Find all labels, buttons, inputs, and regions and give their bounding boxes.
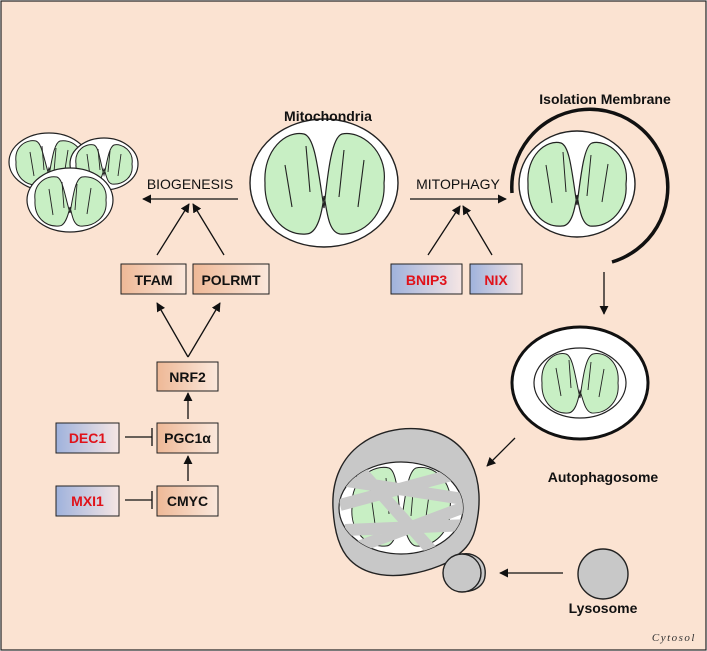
gene-box-cmyc: CMYC xyxy=(156,485,219,517)
gene-label-tfam: TFAM xyxy=(134,272,172,288)
pathway-arrows xyxy=(125,194,609,578)
gene-label-polrmt: POLRMT xyxy=(201,272,261,288)
gene-box-nix: NIX xyxy=(469,263,523,295)
mitochondrion-center xyxy=(249,118,399,248)
gene-label-pgc1a: PGC1α xyxy=(164,430,211,446)
label-lysosome: Lysosome xyxy=(569,600,638,616)
label-cytosol: Cytosol xyxy=(652,632,696,644)
label-mitophagy: MITOPHAGY xyxy=(416,176,500,192)
gene-box-dec1: DEC1 xyxy=(55,422,120,454)
gene-box-polrmt: POLRMT xyxy=(192,263,270,295)
gene-label-mxi1: MXI1 xyxy=(71,493,104,509)
autophagosome-group xyxy=(510,325,650,441)
label-mitochondria: Mitochondria xyxy=(284,108,372,124)
gene-label-nix: NIX xyxy=(484,272,508,288)
lysosome-vesicle xyxy=(577,548,629,600)
gene-box-nrf2: NRF2 xyxy=(156,361,219,392)
gene-box-tfam: TFAM xyxy=(120,263,187,295)
gene-box-pgc1a: PGC1α xyxy=(156,422,219,454)
mitochondria-cluster-left xyxy=(8,132,139,233)
label-isolation-membrane: Isolation Membrane xyxy=(539,91,671,107)
autolysosome-group xyxy=(332,427,486,593)
label-biogenesis: BIOGENESIS xyxy=(147,176,233,192)
isolation-membrane-group xyxy=(510,107,670,264)
gene-label-nrf2: NRF2 xyxy=(169,369,206,385)
gene-label-cmyc: CMYC xyxy=(167,493,208,509)
gene-label-dec1: DEC1 xyxy=(69,430,107,446)
gene-box-bnip3: BNIP3 xyxy=(390,263,463,295)
gene-box-mxi1: MXI1 xyxy=(55,485,120,517)
label-autophagosome: Autophagosome xyxy=(548,469,659,485)
isolation-membrane-arc xyxy=(510,107,670,264)
gene-label-bnip3: BNIP3 xyxy=(406,272,447,288)
